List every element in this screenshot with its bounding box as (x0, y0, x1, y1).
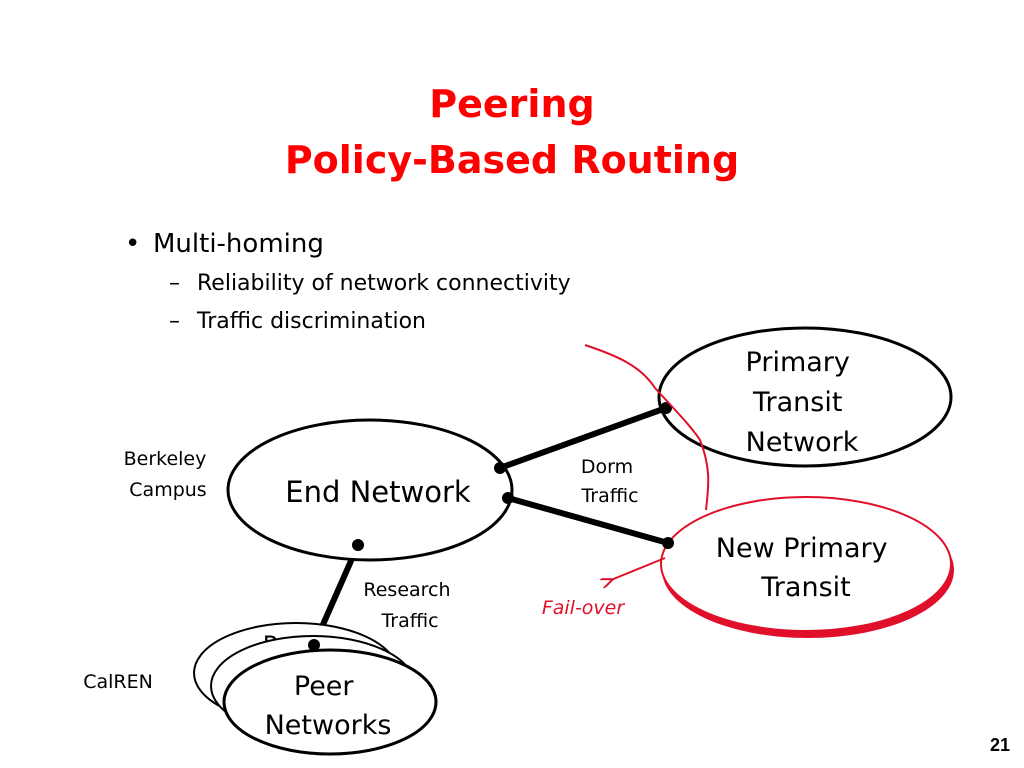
link-endpoint-dot (662, 537, 674, 549)
dorm-traffic-line-1: Dorm (581, 456, 633, 478)
berkeley-campus-label: Berkeley Campus (124, 448, 213, 501)
bullet-text: Multi-homing (153, 229, 324, 259)
primary-transit-node (657, 326, 953, 468)
fail-over-label: Fail-over (542, 597, 626, 619)
peer-networks-line-2: Networks (265, 710, 392, 741)
research-traffic-label: Research Traffic (363, 579, 456, 632)
dash-icon: – (169, 271, 180, 296)
berkeley-line-1: Berkeley (124, 448, 207, 470)
bullet-list: • Multi-homing – Reliability of network … (125, 226, 571, 338)
sub-bullet-text: Traffic discrimination (197, 309, 426, 334)
berkeley-line-2: Campus (129, 479, 206, 501)
link-end-to-new-primary (507, 495, 669, 546)
link-endpoint-dot (660, 402, 672, 414)
primary-transit-line-3: Network (746, 427, 859, 458)
link-endpoint-dot (494, 462, 506, 474)
fail-over-arrow (611, 557, 666, 580)
page-number: 21 (989, 735, 1010, 755)
link-endpoint-dot (308, 639, 320, 651)
new-primary-line-1: New Primary (716, 533, 888, 564)
new-primary-transit-node (660, 496, 952, 632)
bullet-multi-homing: • Multi-homing (125, 226, 571, 262)
primary-transit-line-2: Transit (752, 387, 842, 418)
sub-bullet-traffic: – Traffic discrimination (169, 306, 571, 338)
research-traffic-line-1: Research (363, 579, 450, 601)
end-network-node (226, 418, 514, 562)
end-network-label: End Network (285, 475, 471, 509)
dash-icon: – (169, 309, 180, 334)
peer-networks-line-1: Peer (294, 671, 355, 702)
slide-title-line-1: Peering (429, 82, 595, 126)
failure-sketch-line (584, 344, 710, 511)
primary-transit-line-1: Primary (746, 347, 850, 378)
peer-networks-label: Peer Networks (265, 671, 392, 741)
peer-network-front (222, 648, 438, 756)
sub-bullet-reliability: – Reliability of network connectivity (169, 268, 571, 300)
link-end-to-primary (498, 405, 668, 471)
link-endpoint-dot (352, 539, 364, 551)
primary-transit-label: Primary Transit Network (746, 347, 859, 458)
sub-bullet-text: Reliability of network connectivity (197, 271, 571, 296)
dorm-traffic-label: Dorm Traffic (580, 456, 639, 507)
slide-title-line-2: Policy-Based Routing (284, 138, 740, 182)
bullet-dot-icon: • (125, 229, 141, 259)
link-endpoint-dot (502, 492, 514, 504)
research-traffic-line-2: Traffic (380, 610, 438, 632)
new-primary-transit-label: New Primary Transit (716, 533, 896, 603)
dorm-traffic-line-2: Traffic (580, 485, 638, 507)
new-primary-line-2: Transit (760, 572, 850, 603)
calren-label: CalREN (83, 671, 153, 693)
